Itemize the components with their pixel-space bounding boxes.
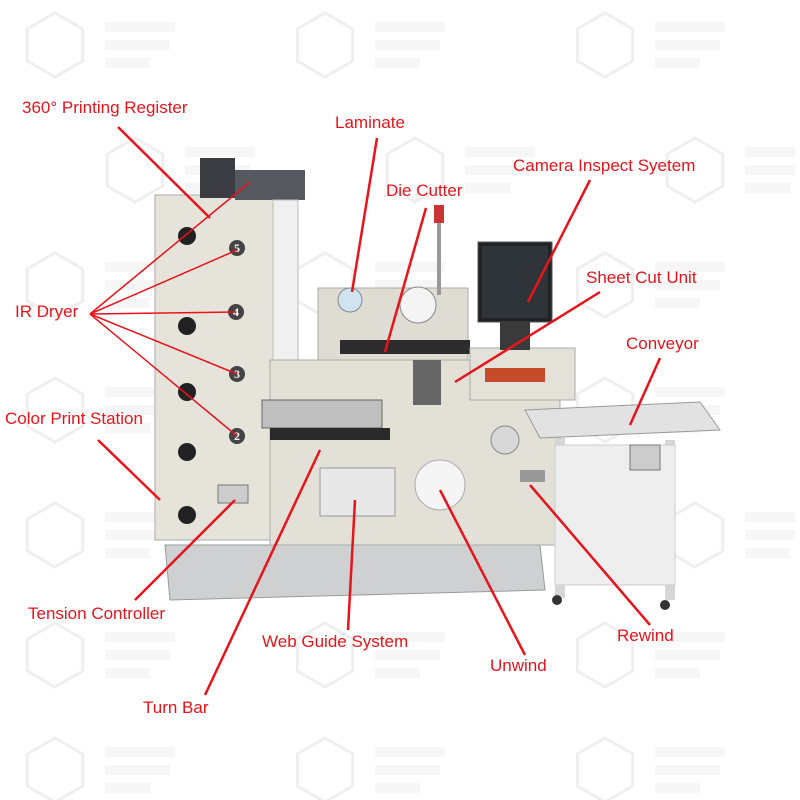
watermark-mark — [655, 387, 725, 397]
label-laminate: Laminate — [335, 113, 405, 132]
watermark-mark — [465, 183, 510, 193]
label-tension-controller: Tension Controller — [28, 604, 166, 623]
watermark-mark — [745, 183, 790, 193]
watermark-logo — [25, 376, 85, 444]
watermark-mark — [655, 262, 725, 272]
watermark-mark — [105, 405, 170, 415]
watermark-mark — [375, 783, 420, 793]
watermark-mark — [105, 650, 170, 660]
watermark-logo — [25, 251, 85, 319]
watermark-mark — [375, 22, 445, 32]
watermark-mark — [375, 58, 420, 68]
watermark-logo — [105, 136, 165, 204]
watermark-mark — [105, 765, 170, 775]
watermark-mark — [655, 298, 700, 308]
watermark-mark — [105, 747, 175, 757]
leader-lines — [89, 126, 662, 696]
watermark-logo — [295, 736, 355, 800]
watermark-mark — [655, 783, 700, 793]
watermark-mark — [375, 650, 440, 660]
watermark-logo — [665, 136, 725, 204]
watermark-mark — [655, 650, 720, 660]
watermark-mark — [465, 147, 535, 157]
unwind-roll — [414, 459, 466, 511]
watermark-mark — [745, 165, 795, 175]
watermark-mark — [105, 632, 175, 642]
watermark-mark — [375, 40, 440, 50]
conveyor-belt — [524, 401, 721, 439]
watermark-mark — [185, 147, 255, 157]
label-web-guide-system: Web Guide System — [262, 632, 409, 651]
watermark-logo — [575, 736, 635, 800]
watermark-logo — [295, 621, 355, 689]
watermark-mark — [655, 58, 700, 68]
watermark-logo — [25, 736, 85, 800]
watermark-mark — [655, 765, 720, 775]
watermark-mark — [655, 40, 720, 50]
watermark-mark — [105, 387, 175, 397]
label-camera-inspect-system: Camera Inspect Syetem — [513, 156, 696, 175]
label-turn-bar: Turn Bar — [143, 698, 209, 717]
watermark-mark — [375, 632, 445, 642]
watermark-mark — [655, 668, 700, 678]
watermark-logo — [295, 11, 355, 79]
watermark-logo — [575, 621, 635, 689]
print-tower — [154, 194, 274, 541]
die-cut-panel — [413, 360, 441, 405]
watermark-logo — [575, 251, 635, 319]
watermark-mark — [105, 783, 150, 793]
watermark-mark — [105, 58, 150, 68]
watermark-logo — [25, 501, 85, 569]
label-sheet-cut-unit: Sheet Cut Unit — [586, 268, 697, 287]
watermark-mark — [745, 530, 795, 540]
label-color-print-station: Color Print Station — [5, 409, 143, 428]
label-360-printing-register: 360° Printing Register — [22, 98, 188, 117]
watermark-mark — [105, 548, 150, 558]
label-conveyor: Conveyor — [626, 334, 699, 353]
label-die-cutter: Die Cutter — [386, 181, 463, 200]
watermark-logo — [575, 376, 635, 444]
watermark-mark — [375, 747, 445, 757]
watermark-mark — [745, 147, 795, 157]
watermark-mark — [105, 280, 170, 290]
label-ir-dryer: IR Dryer — [15, 302, 79, 321]
watermark-mark — [465, 165, 530, 175]
watermark-mark — [655, 280, 720, 290]
watermark-mark — [375, 765, 440, 775]
watermark-mark — [655, 747, 725, 757]
watermark-mark — [375, 280, 440, 290]
watermark-logo — [575, 11, 635, 79]
label-rewind: Rewind — [617, 626, 674, 645]
watermark-mark — [105, 262, 175, 272]
watermark-mark — [105, 40, 170, 50]
label-unwind: Unwind — [490, 656, 547, 675]
station-5: 5 — [234, 241, 240, 255]
watermark-mark — [745, 512, 795, 522]
watermark-mark — [105, 22, 175, 32]
print-cylinders — [178, 227, 196, 524]
watermark-logo — [25, 11, 85, 79]
watermark-logo — [385, 136, 445, 204]
watermark-mark — [375, 668, 420, 678]
watermark-mark — [105, 423, 150, 433]
watermark-mark — [655, 22, 725, 32]
watermark-mark — [105, 530, 170, 540]
control-panel — [261, 399, 383, 429]
base-plate — [164, 544, 546, 601]
watermark-mark — [745, 548, 790, 558]
watermark-logo — [25, 621, 85, 689]
watermark-mark — [105, 668, 150, 678]
watermark-mark — [105, 298, 150, 308]
watermark-mark — [655, 632, 725, 642]
watermark-mark — [105, 512, 175, 522]
